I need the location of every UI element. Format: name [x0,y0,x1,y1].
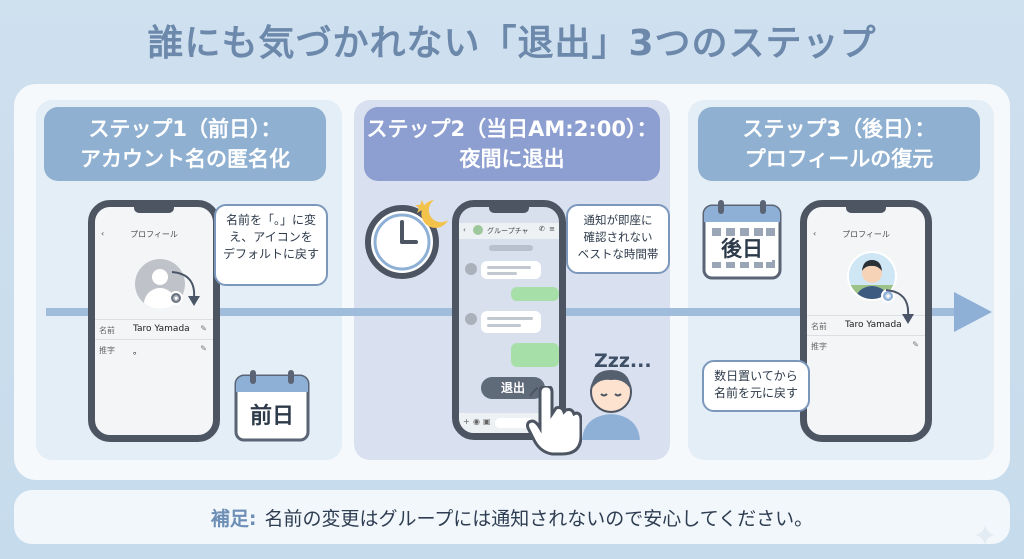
row-label: 名前 [811,322,827,331]
calendar-label: 前日 [249,404,294,429]
phone-topbar: ‹ プロフィール [95,229,213,240]
chat-message [481,311,541,333]
member-avatar [465,313,477,325]
pencil-icon[interactable]: ✎ [200,324,207,333]
step2-header-line2: 夜間に退出 [459,147,565,171]
chat-message [481,261,541,279]
menu-icon[interactable]: ≡ [549,225,555,233]
page-title: 誰にも気づかれない「退出」3つのステップ [147,23,877,64]
phone-screen-title: プロフィール [130,230,178,239]
back-chevron-icon[interactable]: ‹ [463,226,466,234]
phone-notch [489,207,529,213]
row-value: Taro Yamada [845,320,902,330]
curved-arrow-icon [885,289,914,324]
profile-row-sub[interactable]: 推字 。 ✎ [95,339,213,359]
profile-row-name[interactable]: 名前 Taro Yamada [807,315,925,335]
step1-phone: ‹ プロフィール ◉ 名前 Taro Yamada ✎ 推字 。 ✎ [88,200,220,442]
chat-message-own [511,343,559,367]
chat-message-own [511,287,559,301]
group-icon [473,225,483,235]
row-value: Taro Yamada [133,324,190,334]
bubble-line: 通知が即座に [583,213,653,227]
step3-header: ステップ3（後日）： プロフィールの復元 [698,107,980,181]
back-chevron-icon[interactable]: ‹ [101,229,105,238]
plus-icon[interactable]: + [463,417,470,426]
sleep-text: Zzz... [594,350,652,372]
bubble-line: ベストな時間帯 [577,247,659,261]
profile-row-name[interactable]: 名前 Taro Yamada ✎ [95,319,213,339]
message-input[interactable] [495,418,535,428]
step1-header: ステップ1（前日）： アカウント名の匿名化 [44,107,326,181]
bubble-line: 確認されない [583,230,653,244]
step3-header-line2: プロフィールの復元 [744,147,934,171]
clock-icon [365,200,448,279]
leave-button[interactable]: 退出 [481,377,545,399]
step2-tip-bubble: 通知が即座に 確認されない ベストな時間帯 [566,204,670,274]
phone-topbar: ‹ プロフィール [807,229,925,240]
image-icon[interactable]: ▣ [483,417,491,426]
step2-phone: ‹ グループチャ ✆ ≡ 退出 + ◉ ▣ [452,200,566,440]
row-label: 推字 [99,346,115,355]
phone-call-icon[interactable]: ✆ [539,225,545,233]
curved-arrow-icon [171,271,200,306]
pencil-icon[interactable]: ✎ [200,344,207,353]
phone-notch [846,207,886,213]
camera-icon[interactable]: ◉ [473,417,480,426]
footnote-text: 名前の変更はグループには通知されないので安心してください。 [264,507,814,530]
step3-tip-bubble: 数日置いてから 名前を元に戻す [702,360,810,412]
step1-header-line1: ステップ1（前日）： [88,117,282,141]
bubble-line: デフォルトに戻す [222,247,319,261]
pencil-icon[interactable]: ✎ [912,340,919,349]
avatar-head-shape [152,269,168,285]
step2-header: ステップ2（当日AM:2:00）： 夜間に退出 [364,107,660,181]
avatar-body-shape [144,288,176,309]
calendar-prev-day-icon: 前日 [234,370,310,442]
row-label: 名前 [99,326,115,335]
sparkle-icon [974,524,996,546]
step3-header-line1: ステップ3（後日）： [742,117,936,141]
step1-tip-bubble: 名前を「。」に変 え、アイコンを デフォルトに戻す [214,204,328,286]
tapping-hand-icon [526,386,582,456]
back-chevron-icon[interactable]: ‹ [813,229,817,238]
step3-phone: ‹ プロフィール ◉ 名前 Taro Yamada 推字 ✎ [800,200,932,442]
chat-title: グループチャ [487,227,529,235]
phone-notch [134,207,174,213]
footnote-lead: 補足: [210,507,257,530]
profile-photo-avatar[interactable] [847,251,897,301]
step1-header-line2: アカウント名の匿名化 [80,147,290,171]
sleeping-person-icon [582,370,640,440]
step2-header-line1: ステップ2（当日AM:2:00）： [366,117,658,141]
calendar-later-day-icon: 後日 [702,200,782,280]
bubble-line: 名前を元に戻す [713,386,798,400]
bubble-line: 名前を「。」に変 [225,213,316,227]
footnote: 補足: 名前の変更はグループには通知されないので安心してください。 [14,490,1010,544]
calendar-label: 後日 [712,236,772,262]
bubble-line: え、アイコンを [229,230,313,244]
profile-row-sub[interactable]: 推字 ✎ [807,335,925,355]
row-value: 。 [133,347,143,357]
row-label: 推字 [811,342,827,351]
chat-topbar: ‹ グループチャ ✆ ≡ [459,223,559,239]
bubble-line: 数日置いてから [714,369,798,383]
date-divider [489,245,533,251]
member-avatar [465,263,477,275]
camera-icon[interactable]: ◉ [169,291,183,305]
phone-screen-title: プロフィール [842,230,890,239]
calendar-shape [234,370,310,442]
